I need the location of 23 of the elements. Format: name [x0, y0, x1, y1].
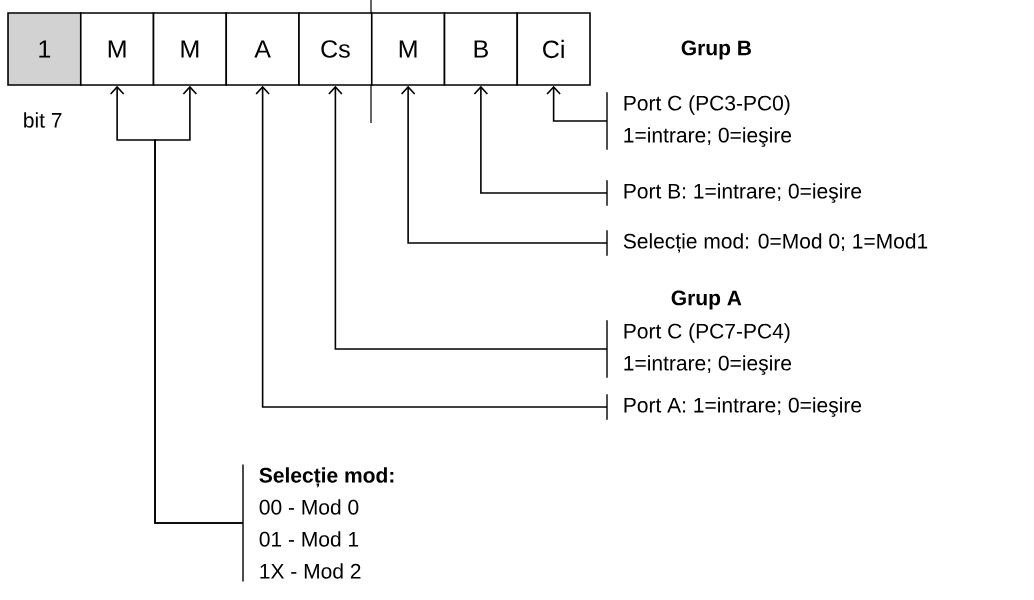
bit-cell: M [79, 12, 155, 86]
bit-label: bit 7 [24, 112, 62, 128]
group-heading: Grup A [671, 290, 742, 310]
bracket-label: Port B: 1=intrare; 0=ieşire [606, 179, 862, 207]
bit-cell: Cs [298, 12, 373, 86]
bit-cell: M [152, 12, 228, 86]
bracket-label: Port A: 1=intrare; 0=ieşire [606, 393, 862, 421]
arrow [400, 85, 608, 244]
bracket-label: Port C (PC7-PC4) 1=intrare; 0=ieşire [606, 319, 792, 379]
bracket-label: Selecție mod: 0=Mod 0; 1=Mod1 [606, 229, 928, 257]
arrow [473, 85, 608, 194]
arrow [154, 85, 244, 524]
arrow [546, 85, 608, 122]
bit-cell: A [225, 12, 300, 86]
arrow [328, 85, 608, 350]
bit-cell: M [370, 12, 446, 86]
bracket-label: Port C (PC3-PC0) 1=intrare; 0=ieşire [606, 91, 792, 151]
bracket-label: Selecție mod: 00 - Mod 0 01 - Mod 1 1X - Mod 2 [242, 463, 394, 583]
bit-cell: B [443, 12, 519, 86]
bit-cell: 1 [7, 12, 82, 86]
arrow [255, 85, 608, 408]
bit-cell: Ci [516, 12, 591, 86]
group-heading: Grup B [681, 40, 751, 60]
